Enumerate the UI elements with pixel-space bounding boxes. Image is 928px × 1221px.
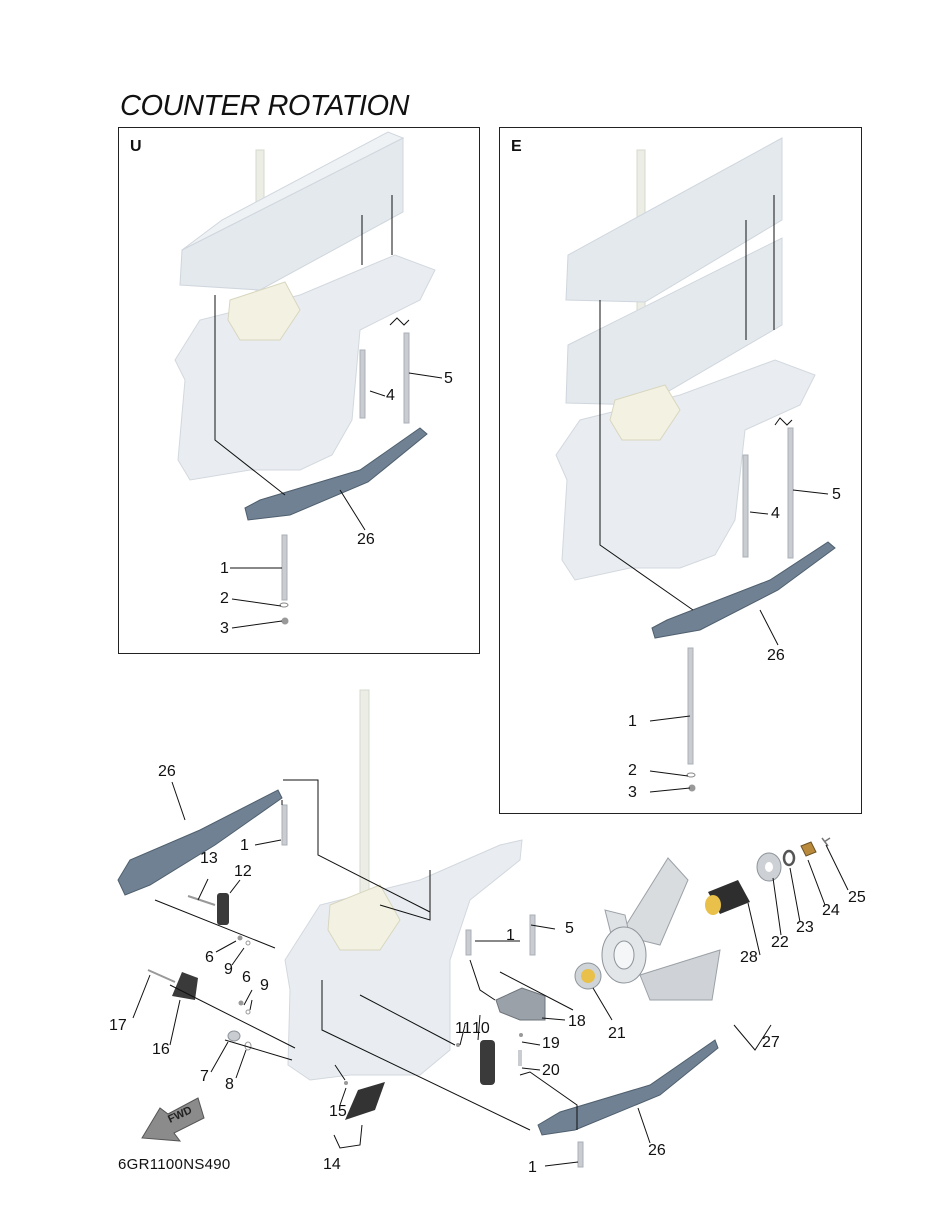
washer-2 [686, 772, 696, 778]
anode-10 [480, 1040, 495, 1085]
bolt-4 [742, 454, 749, 558]
water-pump [327, 884, 401, 951]
nut-3 [688, 784, 696, 792]
callout-e-2: 2 [628, 762, 637, 779]
callout-e-3: 3 [628, 784, 637, 801]
callout-18: 18 [568, 1013, 586, 1030]
callout-12: 12 [234, 863, 252, 880]
callout-13: 13 [200, 850, 218, 867]
washer-2 [279, 602, 289, 608]
callout-10: 10 [472, 1020, 490, 1037]
bolt-19 [519, 1033, 523, 1037]
callout-e-4: 4 [771, 505, 780, 522]
callout-28: 28 [740, 949, 758, 966]
panel-u [118, 127, 480, 654]
bolt-6b [238, 1000, 244, 1006]
callout-1c: 1 [528, 1159, 537, 1176]
callout-20: 20 [542, 1062, 560, 1079]
callout-27: 27 [762, 1034, 780, 1051]
bolt-20 [518, 1050, 522, 1066]
callout-e-1: 1 [628, 713, 637, 730]
callout-u-4: 4 [386, 387, 395, 404]
nut-3 [281, 617, 289, 625]
panel-u-drawing [174, 131, 443, 629]
cover-26 [244, 427, 428, 521]
panel-u-letter: U [130, 138, 142, 155]
panel-e-drawing [555, 137, 836, 793]
callout-e-5: 5 [832, 486, 841, 503]
callout-5: 5 [565, 920, 574, 937]
callout-16: 16 [152, 1041, 170, 1058]
water-pump [609, 384, 681, 441]
bolt-6a [237, 935, 243, 941]
callout-u-3: 3 [220, 620, 229, 637]
anode-14 [345, 1082, 385, 1120]
callout-22: 22 [771, 934, 789, 951]
trim-tab-18 [495, 987, 546, 1021]
callout-26: 26 [158, 763, 176, 780]
bolt-1 [281, 534, 288, 601]
washer-9a [245, 940, 251, 946]
callout-7: 7 [200, 1068, 209, 1085]
bolt-1c [577, 1141, 584, 1168]
propeller-27 [601, 857, 721, 1001]
callout-9: 9 [224, 961, 233, 978]
bolt-1a [281, 804, 288, 846]
bolt-11 [456, 1043, 460, 1047]
callout-u-1: 1 [220, 560, 229, 577]
callout-9b: 9 [260, 977, 269, 994]
bolt-5 [403, 332, 410, 424]
cotter-pin-25 [821, 837, 831, 847]
panel-e-letter: E [511, 138, 522, 155]
callout-11: 11 [455, 1020, 472, 1037]
callout-u-26: 26 [357, 531, 375, 548]
page-title: COUNTER ROTATION [120, 90, 409, 122]
callout-14: 14 [323, 1156, 341, 1173]
anode-16 [172, 972, 198, 1000]
callout-e-26: 26 [767, 647, 785, 664]
callout-1b: 1 [506, 927, 515, 944]
callout-21: 21 [608, 1025, 626, 1042]
washer-9b [245, 1009, 251, 1015]
diagram-code: 6GR1100NS490 [118, 1156, 231, 1173]
callout-6b: 6 [242, 969, 251, 986]
bolt-17 [147, 969, 176, 983]
callout-u-5: 5 [444, 370, 453, 387]
panel-e [499, 127, 862, 814]
water-pump [227, 281, 301, 341]
callout-u-2: 2 [220, 590, 229, 607]
callout-24: 24 [822, 902, 840, 919]
callout-25: 25 [848, 889, 866, 906]
bolt-13 [187, 895, 216, 906]
callout-15: 15 [329, 1103, 347, 1120]
callout-6: 6 [205, 949, 214, 966]
drive-shaft [359, 689, 370, 901]
callout-8: 8 [225, 1076, 234, 1093]
callout-23: 23 [796, 919, 814, 936]
callout-1: 1 [240, 837, 249, 854]
main-exploded-view: FWD [117, 689, 849, 1168]
upper-spacer-1 [565, 137, 783, 303]
bolt-4 [359, 349, 366, 419]
callout-19: 19 [542, 1035, 560, 1052]
fwd-arrow: FWD [141, 1097, 205, 1142]
bolt-1 [687, 647, 694, 765]
anode-12 [217, 893, 229, 925]
cover-26-bottom [537, 1039, 719, 1136]
callout-17: 17 [109, 1017, 127, 1034]
washer-23 [782, 849, 796, 867]
cover-26-top [117, 789, 283, 896]
bolt-5 [787, 427, 794, 559]
nut-24 [800, 841, 817, 857]
bolt-1b [465, 929, 472, 956]
cover-26 [651, 541, 836, 639]
bolt-15 [344, 1081, 348, 1085]
callout-26b: 26 [648, 1142, 666, 1159]
bolt-5 [529, 914, 536, 956]
part-7 [227, 1030, 241, 1042]
